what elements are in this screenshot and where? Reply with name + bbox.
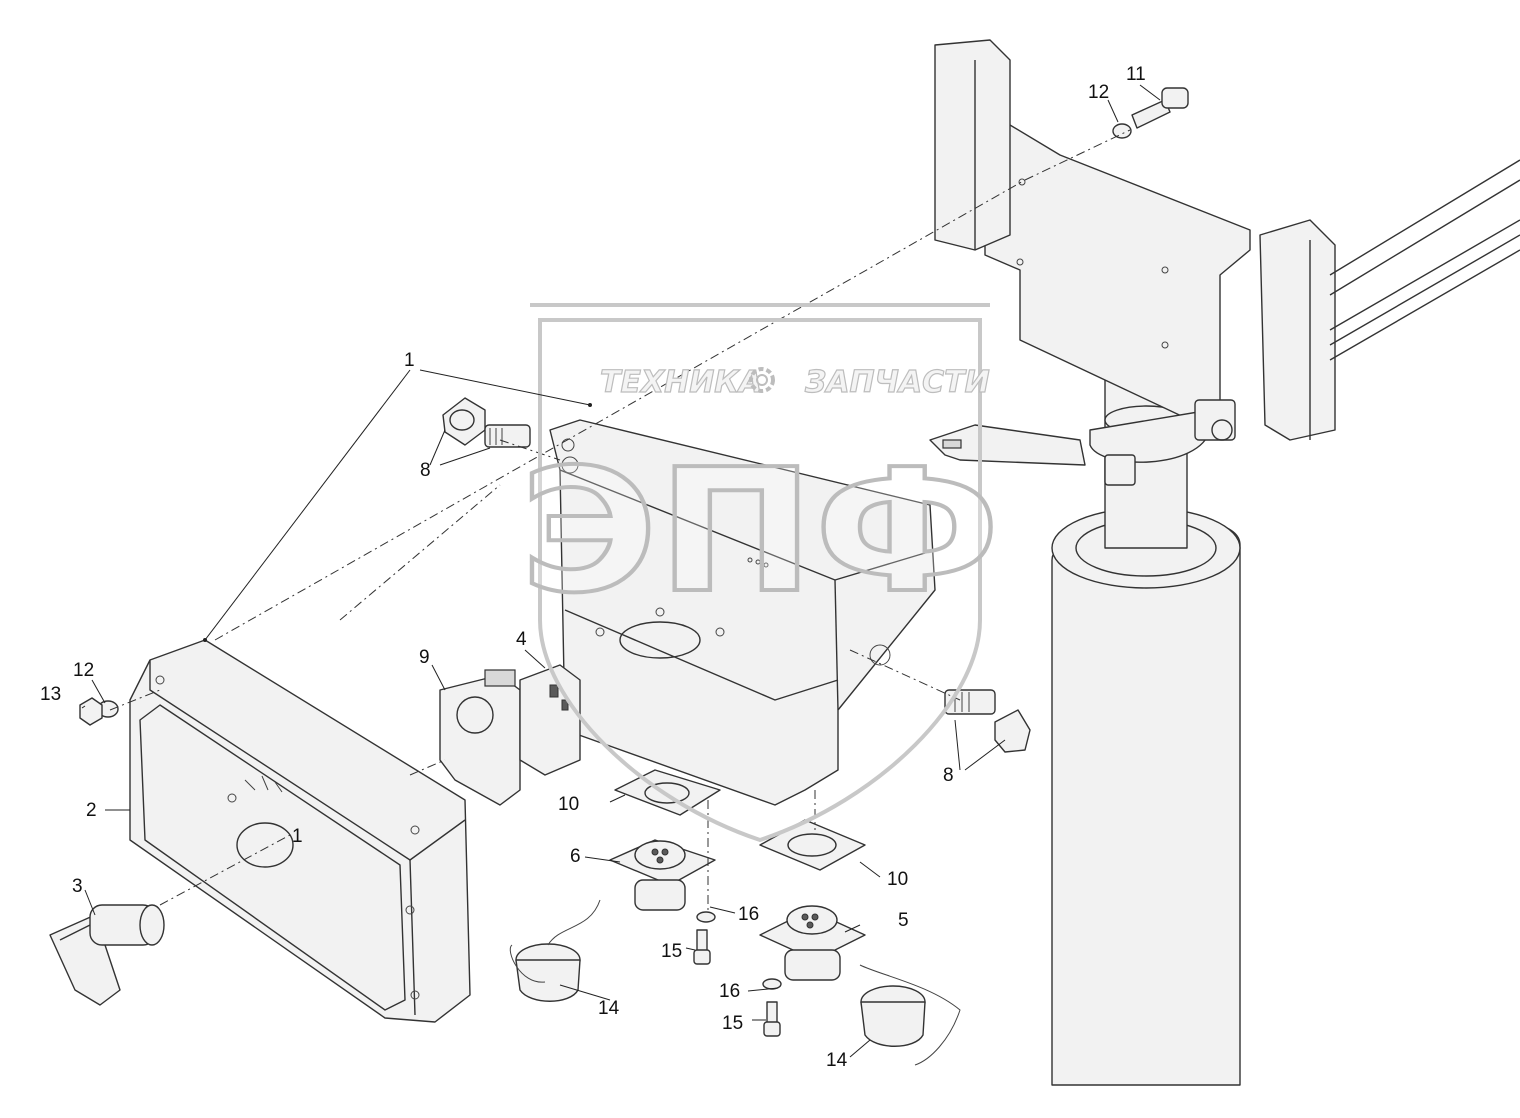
callout-16-left: 16	[738, 904, 759, 925]
callout-11: 11	[1126, 64, 1146, 85]
washer-16-right	[762, 978, 782, 990]
protective-cap-right	[859, 964, 961, 1066]
switch-module	[519, 664, 581, 776]
cable-gland-upper	[442, 397, 531, 448]
callout-10-right: 10	[887, 869, 908, 890]
panel-position-mark: 1	[292, 826, 303, 847]
connector-socket-6	[609, 839, 716, 911]
callout-8-upper: 8	[420, 460, 431, 481]
screw-15-right	[763, 1001, 781, 1037]
watermark-left-word: ТЕХНИКА	[600, 365, 762, 400]
callout-12-top: 12	[1088, 82, 1109, 103]
callout-labels: 1 2 3 4 5 6 8 8 9 10 10 11 12 12 13 14 1…	[40, 64, 1146, 1071]
contact-block	[439, 669, 521, 806]
callout-2: 2	[86, 800, 97, 821]
screw-11-top	[1131, 87, 1189, 129]
washer-12-top	[1112, 123, 1132, 139]
callout-16-right: 16	[719, 981, 740, 1002]
callout-12-left: 12	[73, 660, 94, 681]
support-column	[1051, 359, 1241, 1086]
mounting-bracket	[934, 39, 1520, 441]
assembly-axis-lines	[109, 129, 1131, 910]
gear-icon	[749, 367, 775, 393]
callout-14-right: 14	[826, 1050, 848, 1071]
callout-4: 4	[516, 629, 527, 650]
callout-5: 5	[898, 910, 909, 931]
watermark-big-letters: ЭПФ	[520, 433, 1000, 631]
callout-8-lower: 8	[943, 765, 954, 786]
callout-6: 6	[570, 846, 581, 867]
callout-15-right: 15	[722, 1013, 743, 1034]
watermark: ТЕХНИКА ЗАПЧАСТИ ЭПФ	[518, 303, 1002, 843]
rotary-switch-knob	[49, 904, 165, 1006]
callout-15-left: 15	[661, 941, 682, 962]
clamp-with-handle	[929, 399, 1236, 486]
gasket-right	[759, 819, 866, 871]
housing-box	[549, 419, 936, 806]
callout-3: 3	[72, 876, 83, 897]
washer-16-left	[696, 911, 716, 923]
front-cover: 1	[129, 639, 471, 1023]
callout-1: 1	[404, 350, 415, 371]
leader-lines	[81, 84, 1161, 1058]
callout-14-left: 14	[598, 998, 620, 1019]
screw-15-left	[693, 929, 711, 965]
watermark-right-word: ЗАПЧАСТИ	[804, 365, 990, 400]
protective-cap-left	[509, 899, 601, 1002]
callout-13: 13	[40, 684, 61, 705]
callout-10-left: 10	[558, 794, 579, 815]
nut-13	[79, 697, 103, 726]
connector-socket-5	[759, 905, 866, 981]
callout-9: 9	[419, 647, 430, 668]
